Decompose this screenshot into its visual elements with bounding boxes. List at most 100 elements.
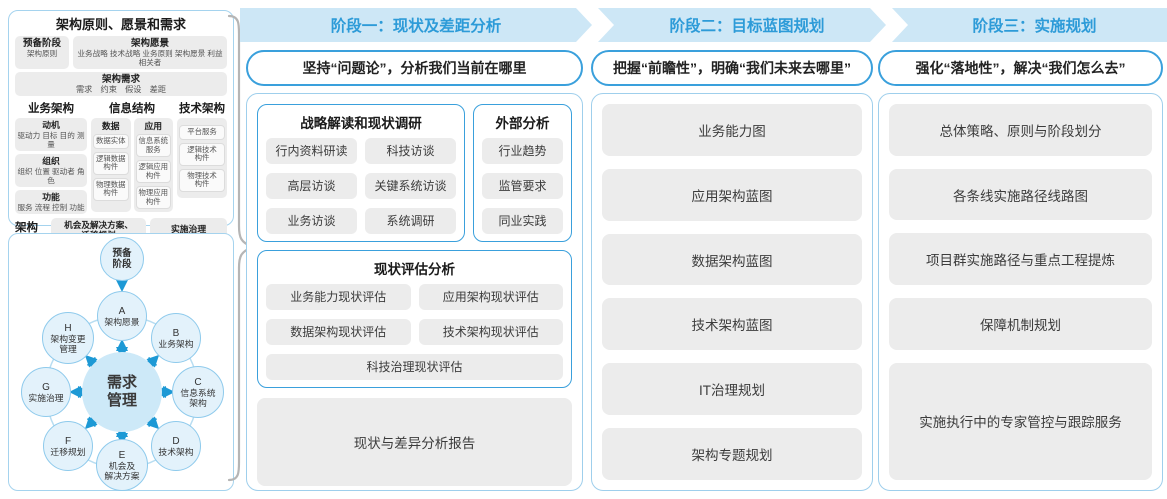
research-item: 系统调研 xyxy=(365,208,456,234)
phase2-item: 技术架构蓝图 xyxy=(602,298,862,351)
prep-phase-sub: 架构原则 xyxy=(26,49,58,58)
data-entity-box: 数据实体 xyxy=(93,134,129,149)
assessment-item: 业务能力现状评估 xyxy=(266,284,411,310)
physical-data-box: 物理数据 构件 xyxy=(93,177,129,201)
vision-sub: 业务战略 技术战略 业务原则 架构愿景 利益相关者 xyxy=(77,49,223,67)
external-analysis-group: 外部分析 行业趋势 监管要求 同业实践 xyxy=(473,104,572,242)
assessment-item: 应用架构现状评估 xyxy=(418,284,563,310)
tech-subcolumn: 平台服务 逻辑技术 构件 物理技术 构件 xyxy=(177,118,227,198)
motivation-title: 动机 xyxy=(42,120,60,130)
node-e-label: 机会及 解决方案 xyxy=(104,460,140,481)
node-a-architecture-vision: A 架构愿景 xyxy=(97,291,147,341)
strategy-research-title: 战略解读和现状调研 xyxy=(300,116,422,131)
node-h-letter: H xyxy=(64,322,72,334)
physical-tech-box: 物理技术 构件 xyxy=(179,168,225,192)
phase2-content: 业务能力图 应用架构蓝图 数据架构蓝图 技术架构蓝图 IT治理规划 架构专题规划 xyxy=(591,93,873,491)
assessment-item: 技术架构现状评估 xyxy=(418,319,563,345)
center-arrow-nw xyxy=(84,354,100,370)
gap-analysis-report-box: 现状与差异分析报告 xyxy=(257,398,572,486)
external-item: 行业趋势 xyxy=(482,138,563,164)
node-f-letter: F xyxy=(64,435,72,447)
info-system-service-box: 信息系统 服务 xyxy=(135,134,171,157)
research-item: 科技访谈 xyxy=(365,138,456,164)
external-analysis-title: 外部分析 xyxy=(495,116,550,131)
function-title: 功能 xyxy=(42,192,60,202)
current-assessment-title: 现状评估分析 xyxy=(374,262,455,277)
node-d-technical-architecture: D 技术架构 xyxy=(151,421,201,471)
external-item: 监管要求 xyxy=(482,173,563,199)
adm-cycle-panel: 预备 阶段 需求 管理 A 架构愿景 B 业务架构 C 信息系统 架构 D 技术… xyxy=(8,233,234,491)
app-subcol-title: 应用 xyxy=(144,121,163,131)
phase3-header-band: 阶段三：实施规划 xyxy=(892,8,1167,42)
node-g-implementation-governance: G 实施治理 xyxy=(21,367,71,417)
architecture-principles-panel: 架构原则、愿景和需求 预备阶段 架构原则 架构愿景 业务战略 技术战略 业务原则… xyxy=(8,10,234,251)
phase1-content: 战略解读和现状调研 行内资料研读 科技访谈 高层访谈 关键系统访谈 业务访谈 系… xyxy=(246,93,583,491)
organization-title: 组织 xyxy=(42,156,60,166)
requirements-management-node: 需求 管理 xyxy=(82,352,162,432)
node-f-label: 迁移规划 xyxy=(50,446,86,457)
phase2-subtitle: 把握“前瞻性”，明确“我们未来去哪里” xyxy=(591,50,873,86)
phase1-header: 阶段一：现状及差距分析 xyxy=(330,18,502,35)
motivation-sub: 驱动力 目标 目的 测量 xyxy=(17,131,85,149)
prep-phase-node: 预备 阶段 xyxy=(100,237,144,281)
phase2-item: 架构专题规划 xyxy=(602,428,862,480)
research-item: 业务访谈 xyxy=(266,208,357,234)
node-e-opportunities-solutions: E 机会及 解决方案 xyxy=(96,439,148,491)
node-b-label: 业务架构 xyxy=(158,338,194,349)
platform-service-box: 平台服务 xyxy=(179,125,225,140)
prep-phase-title: 预备阶段 xyxy=(22,38,61,49)
current-assessment-group: 现状评估分析 业务能力现状评估 应用架构现状评估 数据架构现状评估 技术架构现状… xyxy=(257,250,572,388)
organization-sub: 组织 位置 驱动者 角色 xyxy=(17,167,85,185)
phase1-subtitle: 坚持“问题论”，分析我们当前在哪里 xyxy=(246,50,583,86)
data-subcolumn: 数据 数据实体 逻辑数据 构件 物理数据 构件 xyxy=(91,118,131,212)
phase3-subtitle: 强化“落地性”，解决“我们怎么去” xyxy=(878,50,1163,86)
tech-arch-header: 技术架构 xyxy=(179,103,225,115)
phase3-item: 实施执行中的专家管控与跟踪服务 xyxy=(889,362,1152,481)
node-h-architecture-change-mgmt: H 架构变更 管理 xyxy=(42,312,94,364)
assessment-item: 数据架构现状评估 xyxy=(266,319,411,345)
logical-data-box: 逻辑数据 构件 xyxy=(93,151,129,175)
node-g-label: 实施治理 xyxy=(28,392,64,403)
research-item: 高层访谈 xyxy=(266,173,357,199)
node-b-letter: B xyxy=(172,327,180,339)
node-e-letter: E xyxy=(118,449,126,461)
phase3-item: 保障机制规划 xyxy=(889,298,1152,350)
app-subcolumn: 应用 信息系统 服务 逻辑应用 构件 物理应用 构件 xyxy=(133,118,173,212)
node-b-business-architecture: B 业务架构 xyxy=(151,313,201,363)
req-title: 架构需求 xyxy=(101,74,140,85)
center-arrow-se xyxy=(144,414,160,430)
phase2-header: 阶段二：目标蓝图规划 xyxy=(669,18,825,35)
phase3-item: 各条线实施路径线路图 xyxy=(889,168,1152,221)
motivation-box: 动机 驱动力 目标 目的 测量 xyxy=(15,118,87,151)
node-c-info-system-architecture: C 信息系统 架构 xyxy=(172,366,224,418)
phase2-header-band: 阶段二：目标蓝图规划 xyxy=(598,8,886,42)
logical-tech-box: 逻辑技术 构件 xyxy=(179,142,225,166)
research-item: 行内资料研读 xyxy=(266,138,357,164)
phase2-item: IT治理规划 xyxy=(602,363,862,416)
phase3-header: 阶段三：实施规划 xyxy=(972,18,1097,35)
center-arrow-sw xyxy=(84,414,100,430)
assessment-item-full: 科技治理现状评估 xyxy=(266,354,563,380)
organization-box: 组织 组织 位置 驱动者 角色 xyxy=(15,154,87,187)
external-item: 同业实践 xyxy=(482,208,563,234)
node-h-label: 架构变更 管理 xyxy=(50,333,86,354)
center-arrow-ne xyxy=(144,354,160,370)
node-f-migration-planning: F 迁移规划 xyxy=(43,421,93,471)
function-box: 功能 服务 流程 控制 功能 xyxy=(15,190,87,214)
node-a-letter: A xyxy=(118,305,126,317)
phase2-item: 业务能力图 xyxy=(602,104,862,156)
phase3-item: 总体策略、原则与阶段划分 xyxy=(889,104,1152,156)
node-g-letter: G xyxy=(42,381,50,393)
node-c-letter: C xyxy=(194,376,202,388)
phase3-item: 项目群实施路径与重点工程提炼 xyxy=(889,233,1152,286)
architecture-vision-box: 架构愿景 业务战略 技术战略 业务原则 架构愿景 利益相关者 xyxy=(73,36,227,69)
phase2-item: 应用架构蓝图 xyxy=(602,168,862,221)
node-a-label: 架构愿景 xyxy=(104,316,140,327)
vision-title: 架构愿景 xyxy=(130,38,169,49)
node-d-letter: D xyxy=(172,435,180,447)
phase2-item: 数据架构蓝图 xyxy=(602,233,862,286)
function-sub: 服务 流程 控制 功能 xyxy=(17,203,85,212)
research-item: 关键系统访谈 xyxy=(365,173,456,199)
prep-phase-box: 预备阶段 架构原则 xyxy=(15,36,69,69)
